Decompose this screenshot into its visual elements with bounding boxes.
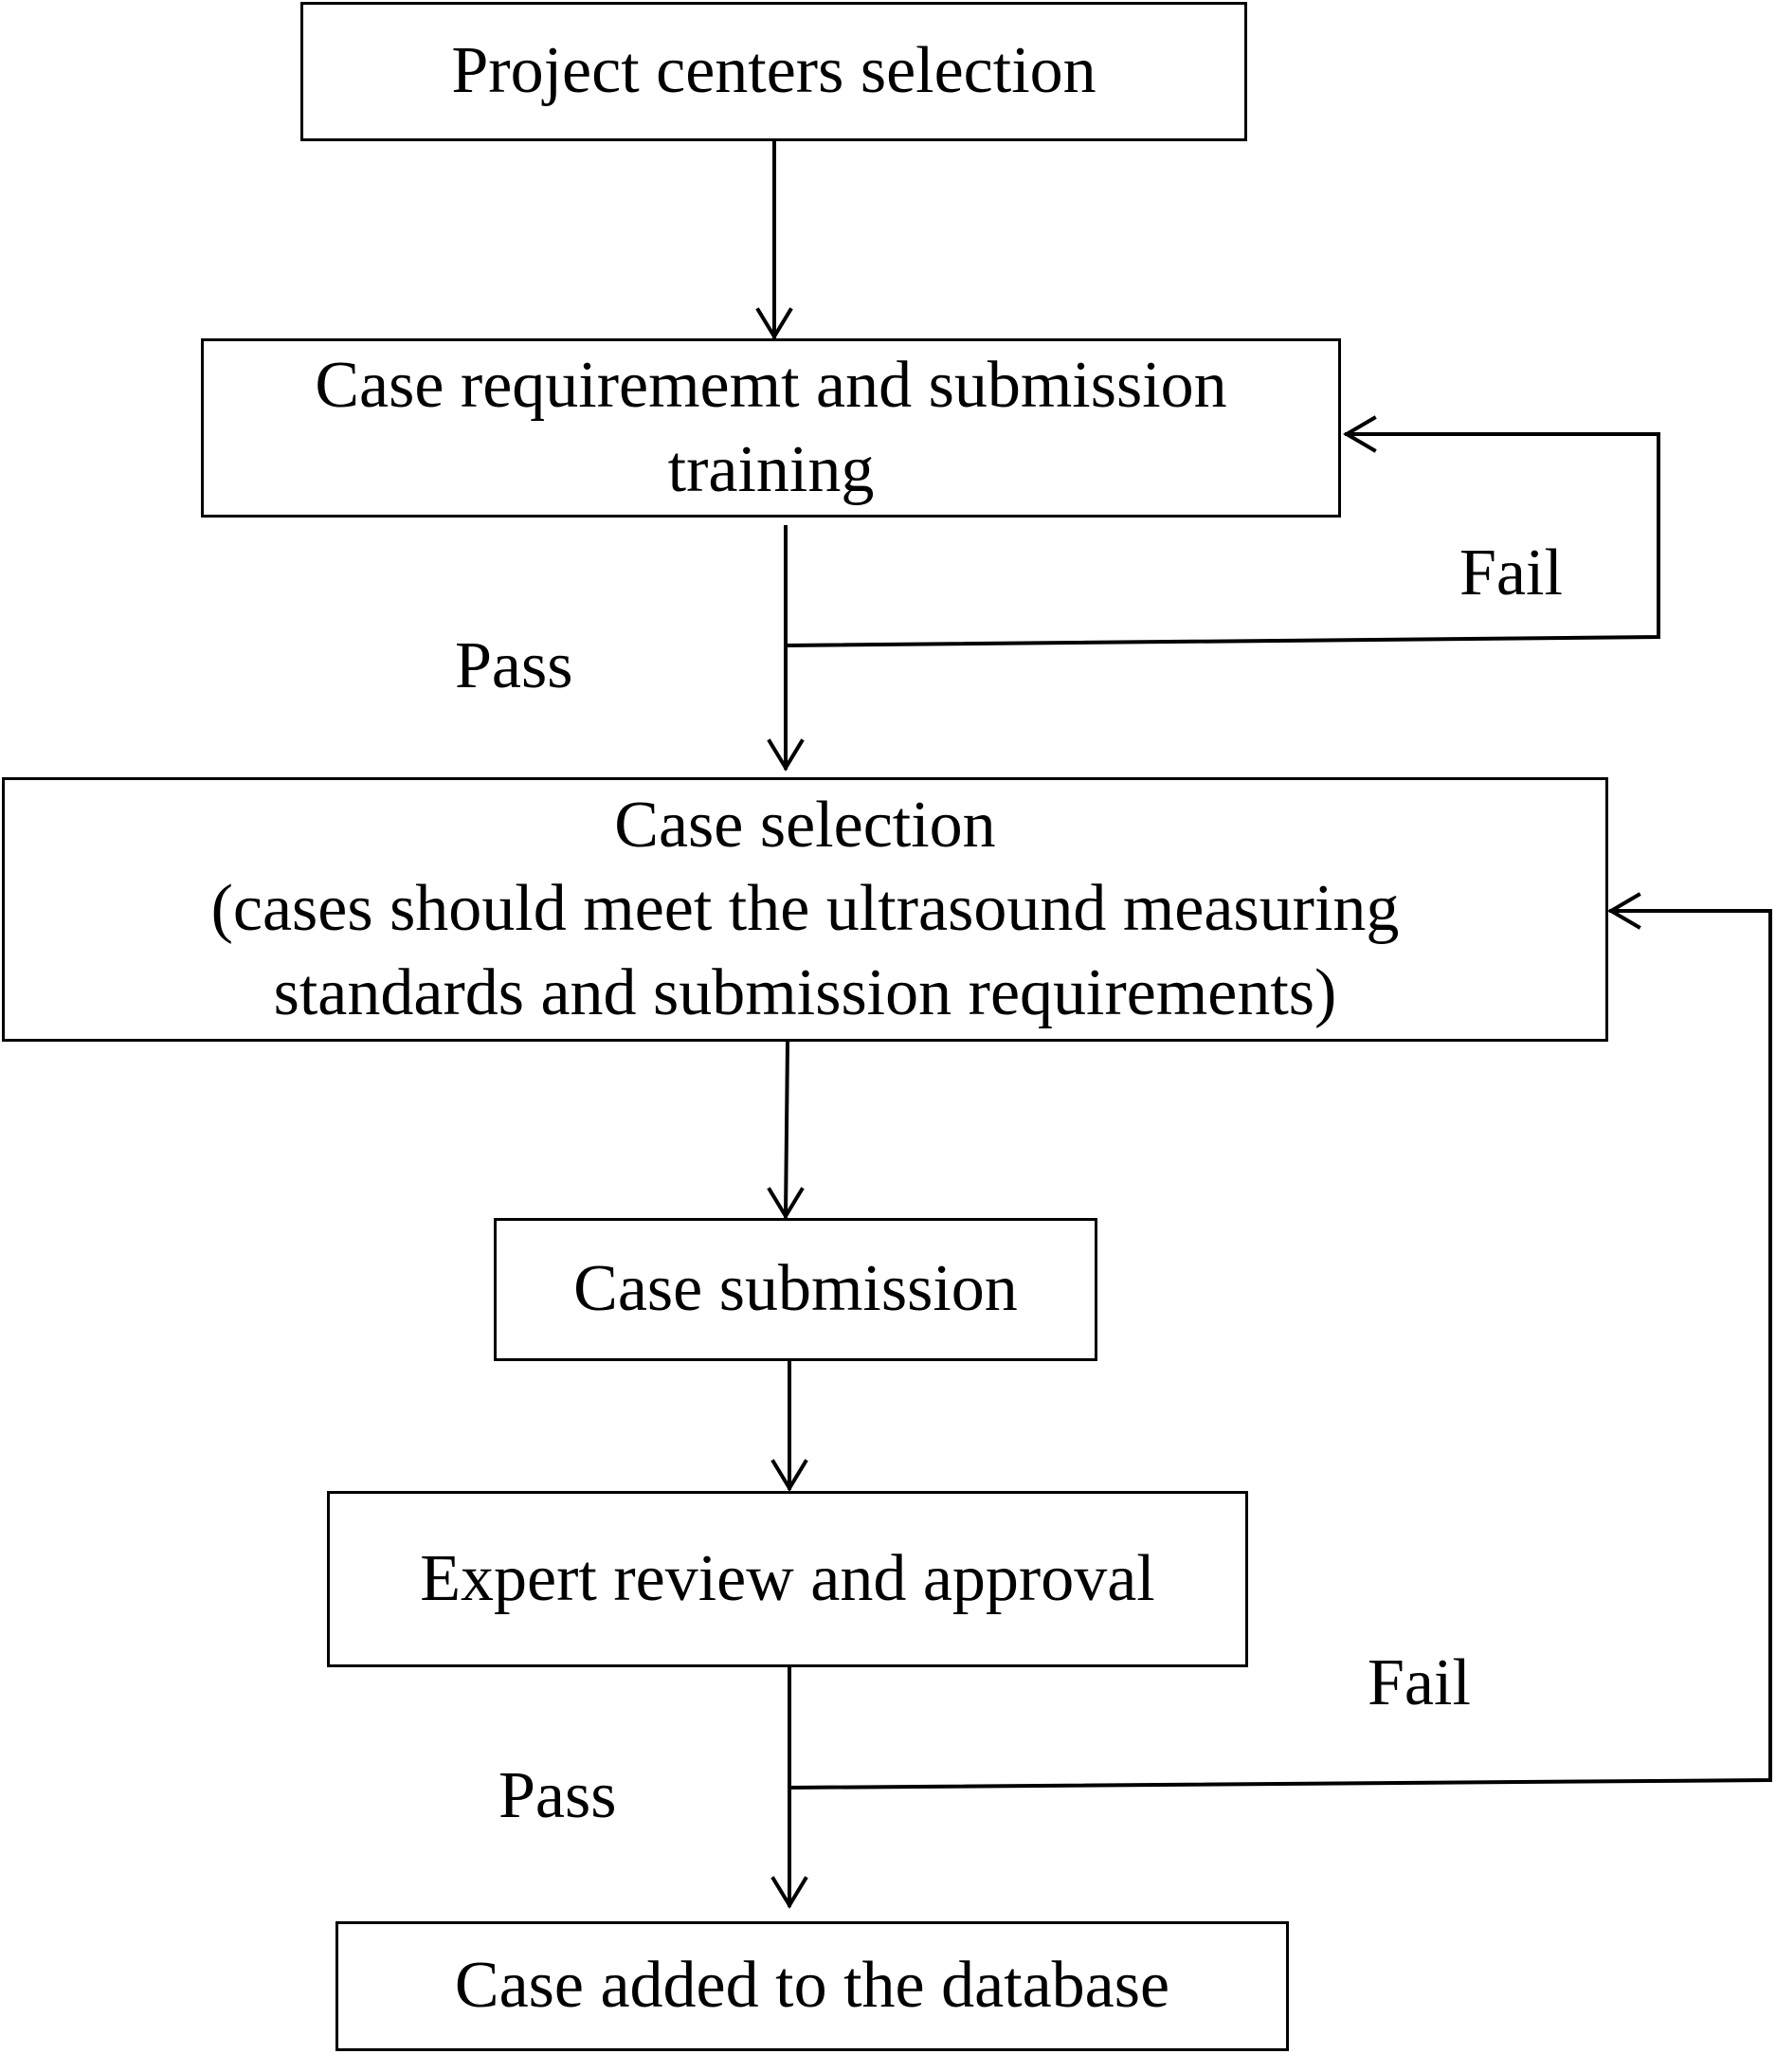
step-text-line-2: (cases should meet the ultrasound measur… bbox=[210, 872, 1400, 946]
step-text: Project centers selection bbox=[451, 34, 1096, 108]
step-project-centers-selection: Project centers selection bbox=[300, 2, 1247, 141]
loop-training-fail bbox=[783, 432, 1660, 648]
step-training: Case requirememt and submission training bbox=[201, 338, 1341, 518]
arrowhead-review-fail bbox=[1607, 892, 1641, 930]
arrowhead-training-pass bbox=[767, 738, 805, 772]
step-text-line-1: Case selection bbox=[614, 789, 996, 863]
step-text: Case submission bbox=[573, 1252, 1018, 1326]
arrowhead-selection-to-submission bbox=[767, 1187, 805, 1220]
step-text-line-3: standards and submission requirements) bbox=[273, 955, 1337, 1029]
step-case-selection: Case selection (cases should meet the ul… bbox=[2, 777, 1608, 1042]
step-text: Expert review and approval bbox=[420, 1541, 1155, 1615]
arrowhead-review-pass bbox=[770, 1876, 808, 1909]
label-review-fail: Fail bbox=[1368, 1646, 1471, 1719]
label-review-pass: Pass bbox=[498, 1759, 617, 1832]
loop-review-fail bbox=[787, 909, 1772, 1790]
arrowhead-centers-to-training bbox=[755, 307, 793, 340]
label-training-pass: Pass bbox=[455, 629, 573, 702]
arrow-selection-to-submission bbox=[783, 1039, 790, 1219]
step-database: Case added to the database bbox=[335, 1921, 1289, 2051]
step-text-line-1: Case requirememt and submission bbox=[315, 349, 1227, 423]
step-case-submission: Case submission bbox=[494, 1218, 1097, 1361]
step-expert-review: Expert review and approval bbox=[327, 1491, 1248, 1667]
label-training-fail: Fail bbox=[1459, 536, 1563, 609]
arrowhead-submission-to-review bbox=[770, 1459, 808, 1492]
step-text: Case added to the database bbox=[454, 1949, 1170, 2023]
step-text-line-2: training bbox=[667, 432, 875, 506]
arrowhead-training-fail bbox=[1343, 415, 1377, 453]
